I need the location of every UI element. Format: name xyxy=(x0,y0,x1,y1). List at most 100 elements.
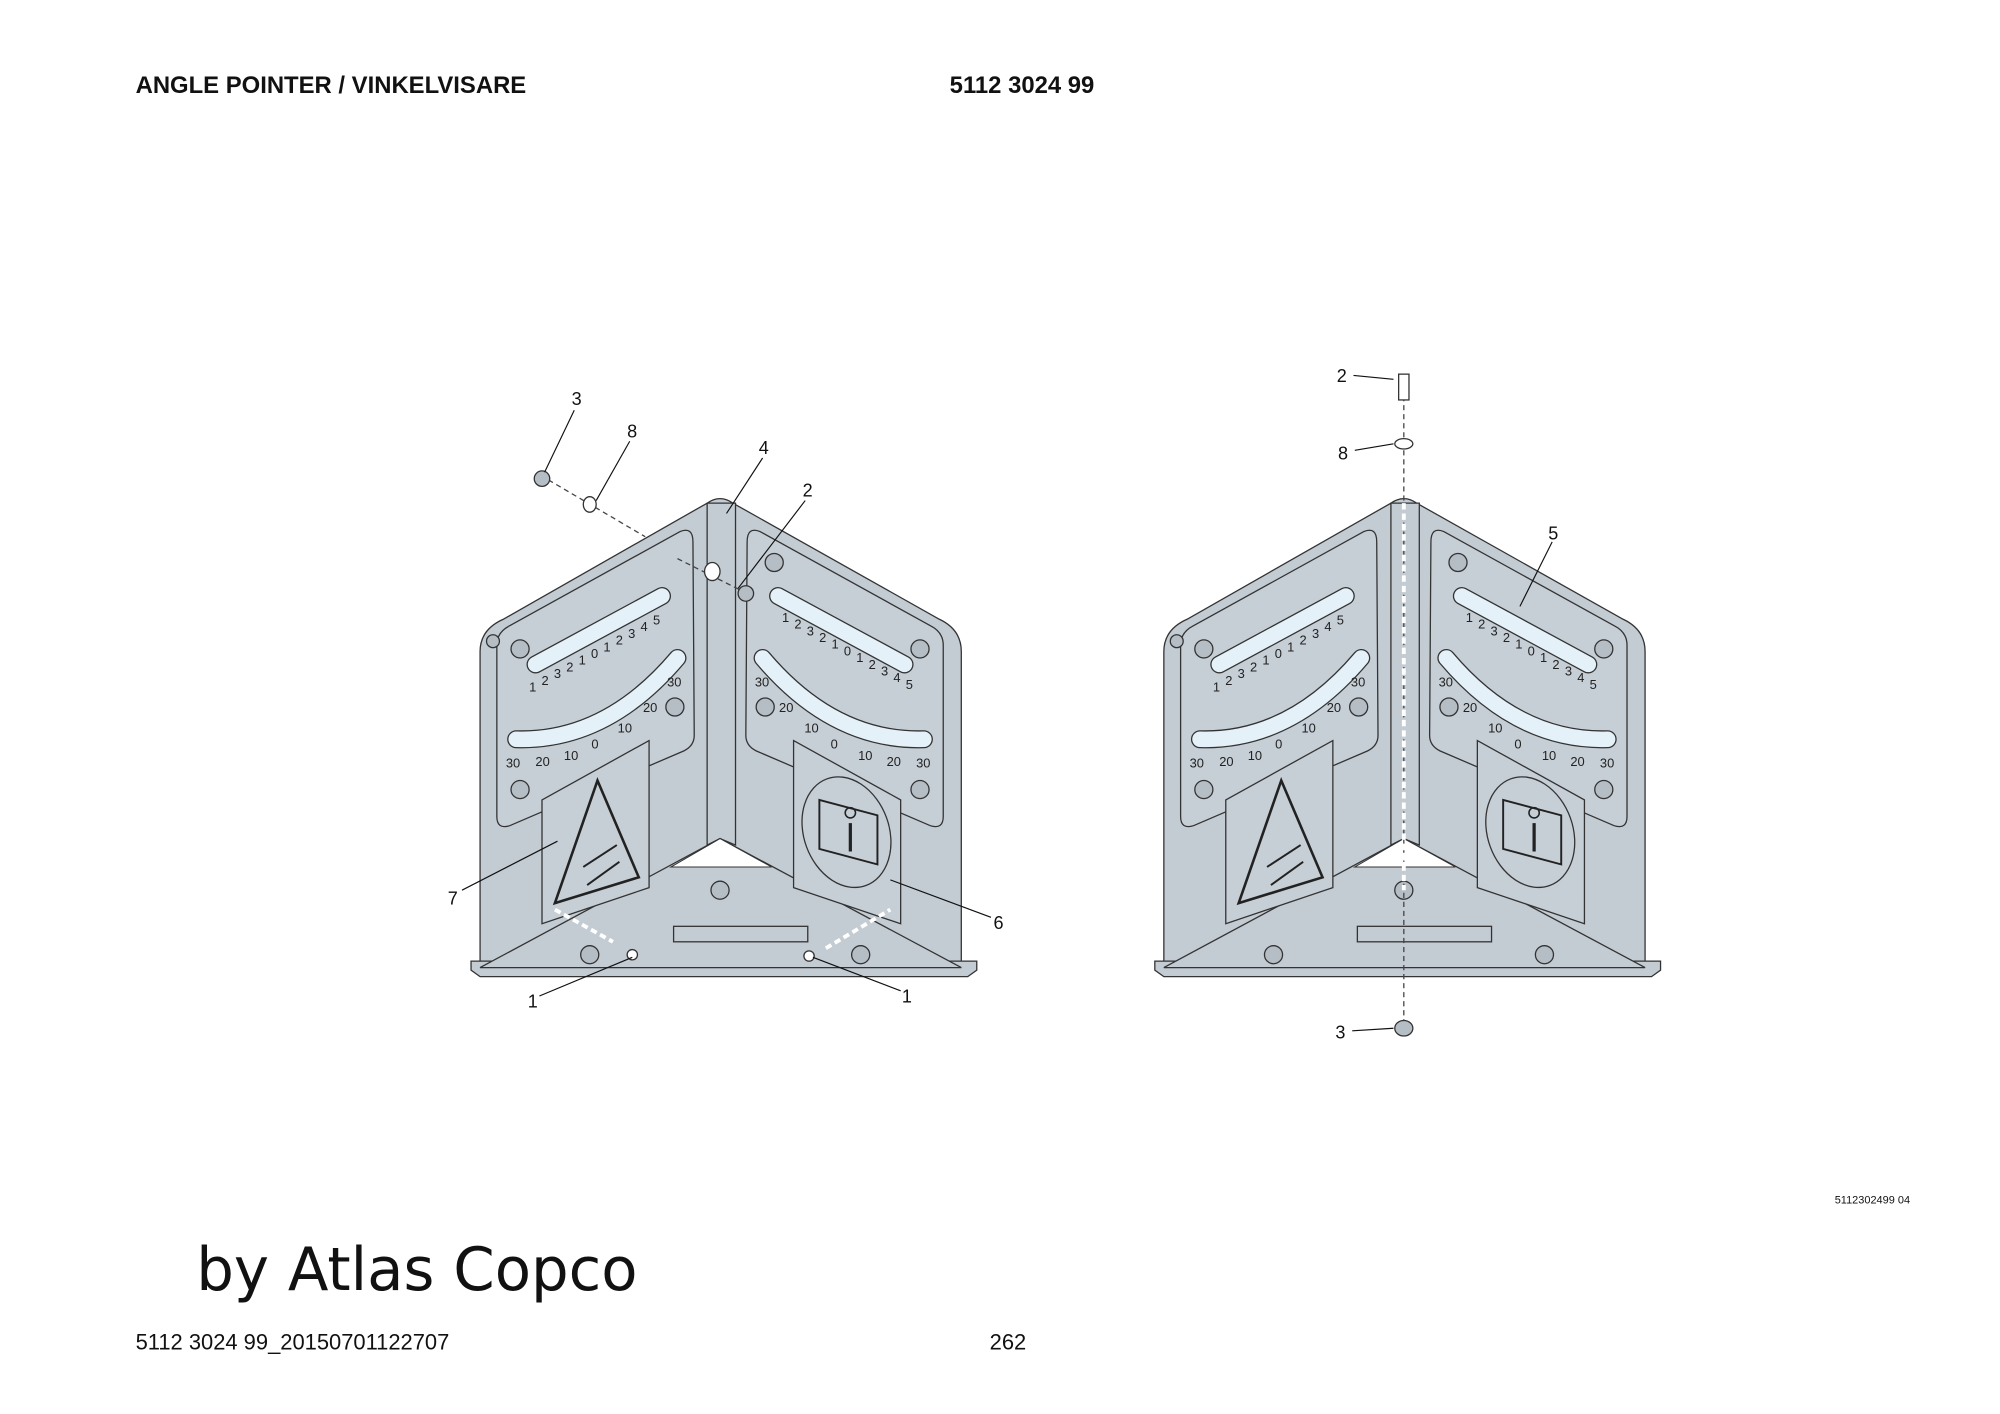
linear-scale-label: 2 xyxy=(566,659,573,674)
linear-scale-label: 1 xyxy=(603,639,610,654)
linear-scale-label: 2 xyxy=(1300,633,1307,648)
callout-1-left: 1 xyxy=(528,992,538,1012)
washer-part-8b xyxy=(703,561,721,582)
callout-2: 2 xyxy=(1337,366,1347,386)
linear-scale-label: 5 xyxy=(906,677,913,692)
linear-scale-label: 2 xyxy=(869,657,876,672)
arc-scale-label: 0 xyxy=(831,737,838,752)
screw-part-2 xyxy=(737,585,755,602)
linear-scale-label: 2 xyxy=(794,617,801,632)
document-title: ANGLE POINTER / VINKELVISARE xyxy=(136,72,527,99)
arc-scale-label: 30 xyxy=(1351,674,1365,689)
linear-scale-label: 5 xyxy=(653,612,660,627)
callout-7: 7 xyxy=(448,888,458,908)
arc-scale-label: 10 xyxy=(618,721,632,736)
arc-scale-label: 10 xyxy=(804,721,818,736)
linear-scale-label: 1 xyxy=(1287,639,1294,654)
arc-scale-label: 10 xyxy=(1488,721,1502,736)
footer-document-id: 5112 3024 99_20150701122707 xyxy=(136,1329,450,1354)
linear-scale-label: 2 xyxy=(1503,630,1510,645)
angle-pointer-body xyxy=(471,499,977,977)
callout-3: 3 xyxy=(1335,1023,1345,1043)
linear-scale-label: 1 xyxy=(856,650,863,665)
nut-part-3 xyxy=(1394,1019,1414,1037)
arc-scale-label: 0 xyxy=(1275,737,1282,752)
linear-scale-label: 3 xyxy=(554,666,561,681)
callout-5: 5 xyxy=(1548,523,1558,543)
linear-scale-label: 3 xyxy=(1565,664,1572,679)
linear-scale-label: 2 xyxy=(616,633,623,648)
linear-scale-label: 2 xyxy=(1250,659,1257,674)
linear-scale-label: 1 xyxy=(1213,680,1220,695)
linear-scale-label: 3 xyxy=(1491,623,1498,638)
callout-1-right: 1 xyxy=(902,986,912,1006)
arc-scale-label: 30 xyxy=(755,674,769,689)
linear-scale-label: 3 xyxy=(881,664,888,679)
footer-page-number: 262 xyxy=(990,1329,1027,1354)
arc-scale-label: 30 xyxy=(1439,674,1453,689)
arc-scale-label: 20 xyxy=(1219,754,1233,769)
washer-part-8 xyxy=(1394,438,1414,450)
linear-scale-label: 2 xyxy=(819,630,826,645)
arc-scale-label: 20 xyxy=(779,700,793,715)
arc-scale-label: 20 xyxy=(643,700,657,715)
angle-pointer-body-assembled xyxy=(1155,499,1661,977)
linear-scale-label: 1 xyxy=(1466,610,1473,625)
linear-scale-label: 2 xyxy=(1552,657,1559,672)
arc-scale-label: 10 xyxy=(564,748,578,763)
arc-scale-label: 10 xyxy=(1301,721,1315,736)
linear-scale-label: 1 xyxy=(579,653,586,668)
arc-scale-label: 30 xyxy=(1600,756,1614,771)
linear-scale-label: 2 xyxy=(1225,673,1232,688)
nut-part-3 xyxy=(533,470,551,488)
linear-scale-label: 2 xyxy=(541,673,548,688)
rivet-part-1b xyxy=(803,950,815,962)
callout-6: 6 xyxy=(994,913,1004,933)
arc-scale-label: 20 xyxy=(1463,700,1477,715)
linear-scale-label: 0 xyxy=(1528,643,1535,658)
arc-scale-label: 30 xyxy=(916,756,930,771)
linear-scale-label: 4 xyxy=(641,619,648,634)
linear-scale-label: 0 xyxy=(844,643,851,658)
linear-scale-label: 3 xyxy=(1238,666,1245,681)
callout-8: 8 xyxy=(1338,443,1348,463)
drawing-reference: 5112302499 04 xyxy=(1835,1195,1910,1207)
linear-scale-label: 4 xyxy=(1577,670,1584,685)
linear-scale-label: 0 xyxy=(1275,646,1282,661)
linear-scale-label: 1 xyxy=(1262,653,1269,668)
arc-scale-label: 10 xyxy=(858,748,872,763)
linear-scale-label: 3 xyxy=(1312,626,1319,641)
arc-scale-label: 30 xyxy=(1190,756,1204,771)
arc-scale-label: 10 xyxy=(1248,748,1262,763)
arc-scale-label: 10 xyxy=(1542,748,1556,763)
linear-scale-label: 3 xyxy=(628,626,635,641)
arc-scale-label: 30 xyxy=(506,756,520,771)
part-number: 5112 3024 99 xyxy=(950,72,1095,99)
rivet-part-1 xyxy=(626,948,639,961)
linear-scale-label: 1 xyxy=(832,637,839,652)
watermark-text: by Atlas Copco xyxy=(196,1235,637,1304)
arc-scale-label: 20 xyxy=(1327,700,1341,715)
linear-scale-label: 0 xyxy=(591,646,598,661)
linear-scale-label: 4 xyxy=(1324,619,1331,634)
linear-scale-label: 4 xyxy=(893,670,900,685)
arc-scale-label: 0 xyxy=(1514,737,1521,752)
callout-2: 2 xyxy=(803,481,813,501)
callout-3: 3 xyxy=(572,389,582,409)
linear-scale-label: 1 xyxy=(1540,650,1547,665)
linear-scale-label: 1 xyxy=(782,610,789,625)
washer-part-8 xyxy=(582,496,597,513)
arc-scale-label: 30 xyxy=(667,674,681,689)
linear-scale-label: 1 xyxy=(1515,637,1522,652)
arc-scale-label: 20 xyxy=(1570,754,1584,769)
linear-scale-label: 2 xyxy=(1478,617,1485,632)
callout-4: 4 xyxy=(759,438,769,458)
arc-scale-label: 20 xyxy=(535,754,549,769)
arc-scale-label: 0 xyxy=(591,737,598,752)
linear-scale-label: 5 xyxy=(1590,677,1597,692)
